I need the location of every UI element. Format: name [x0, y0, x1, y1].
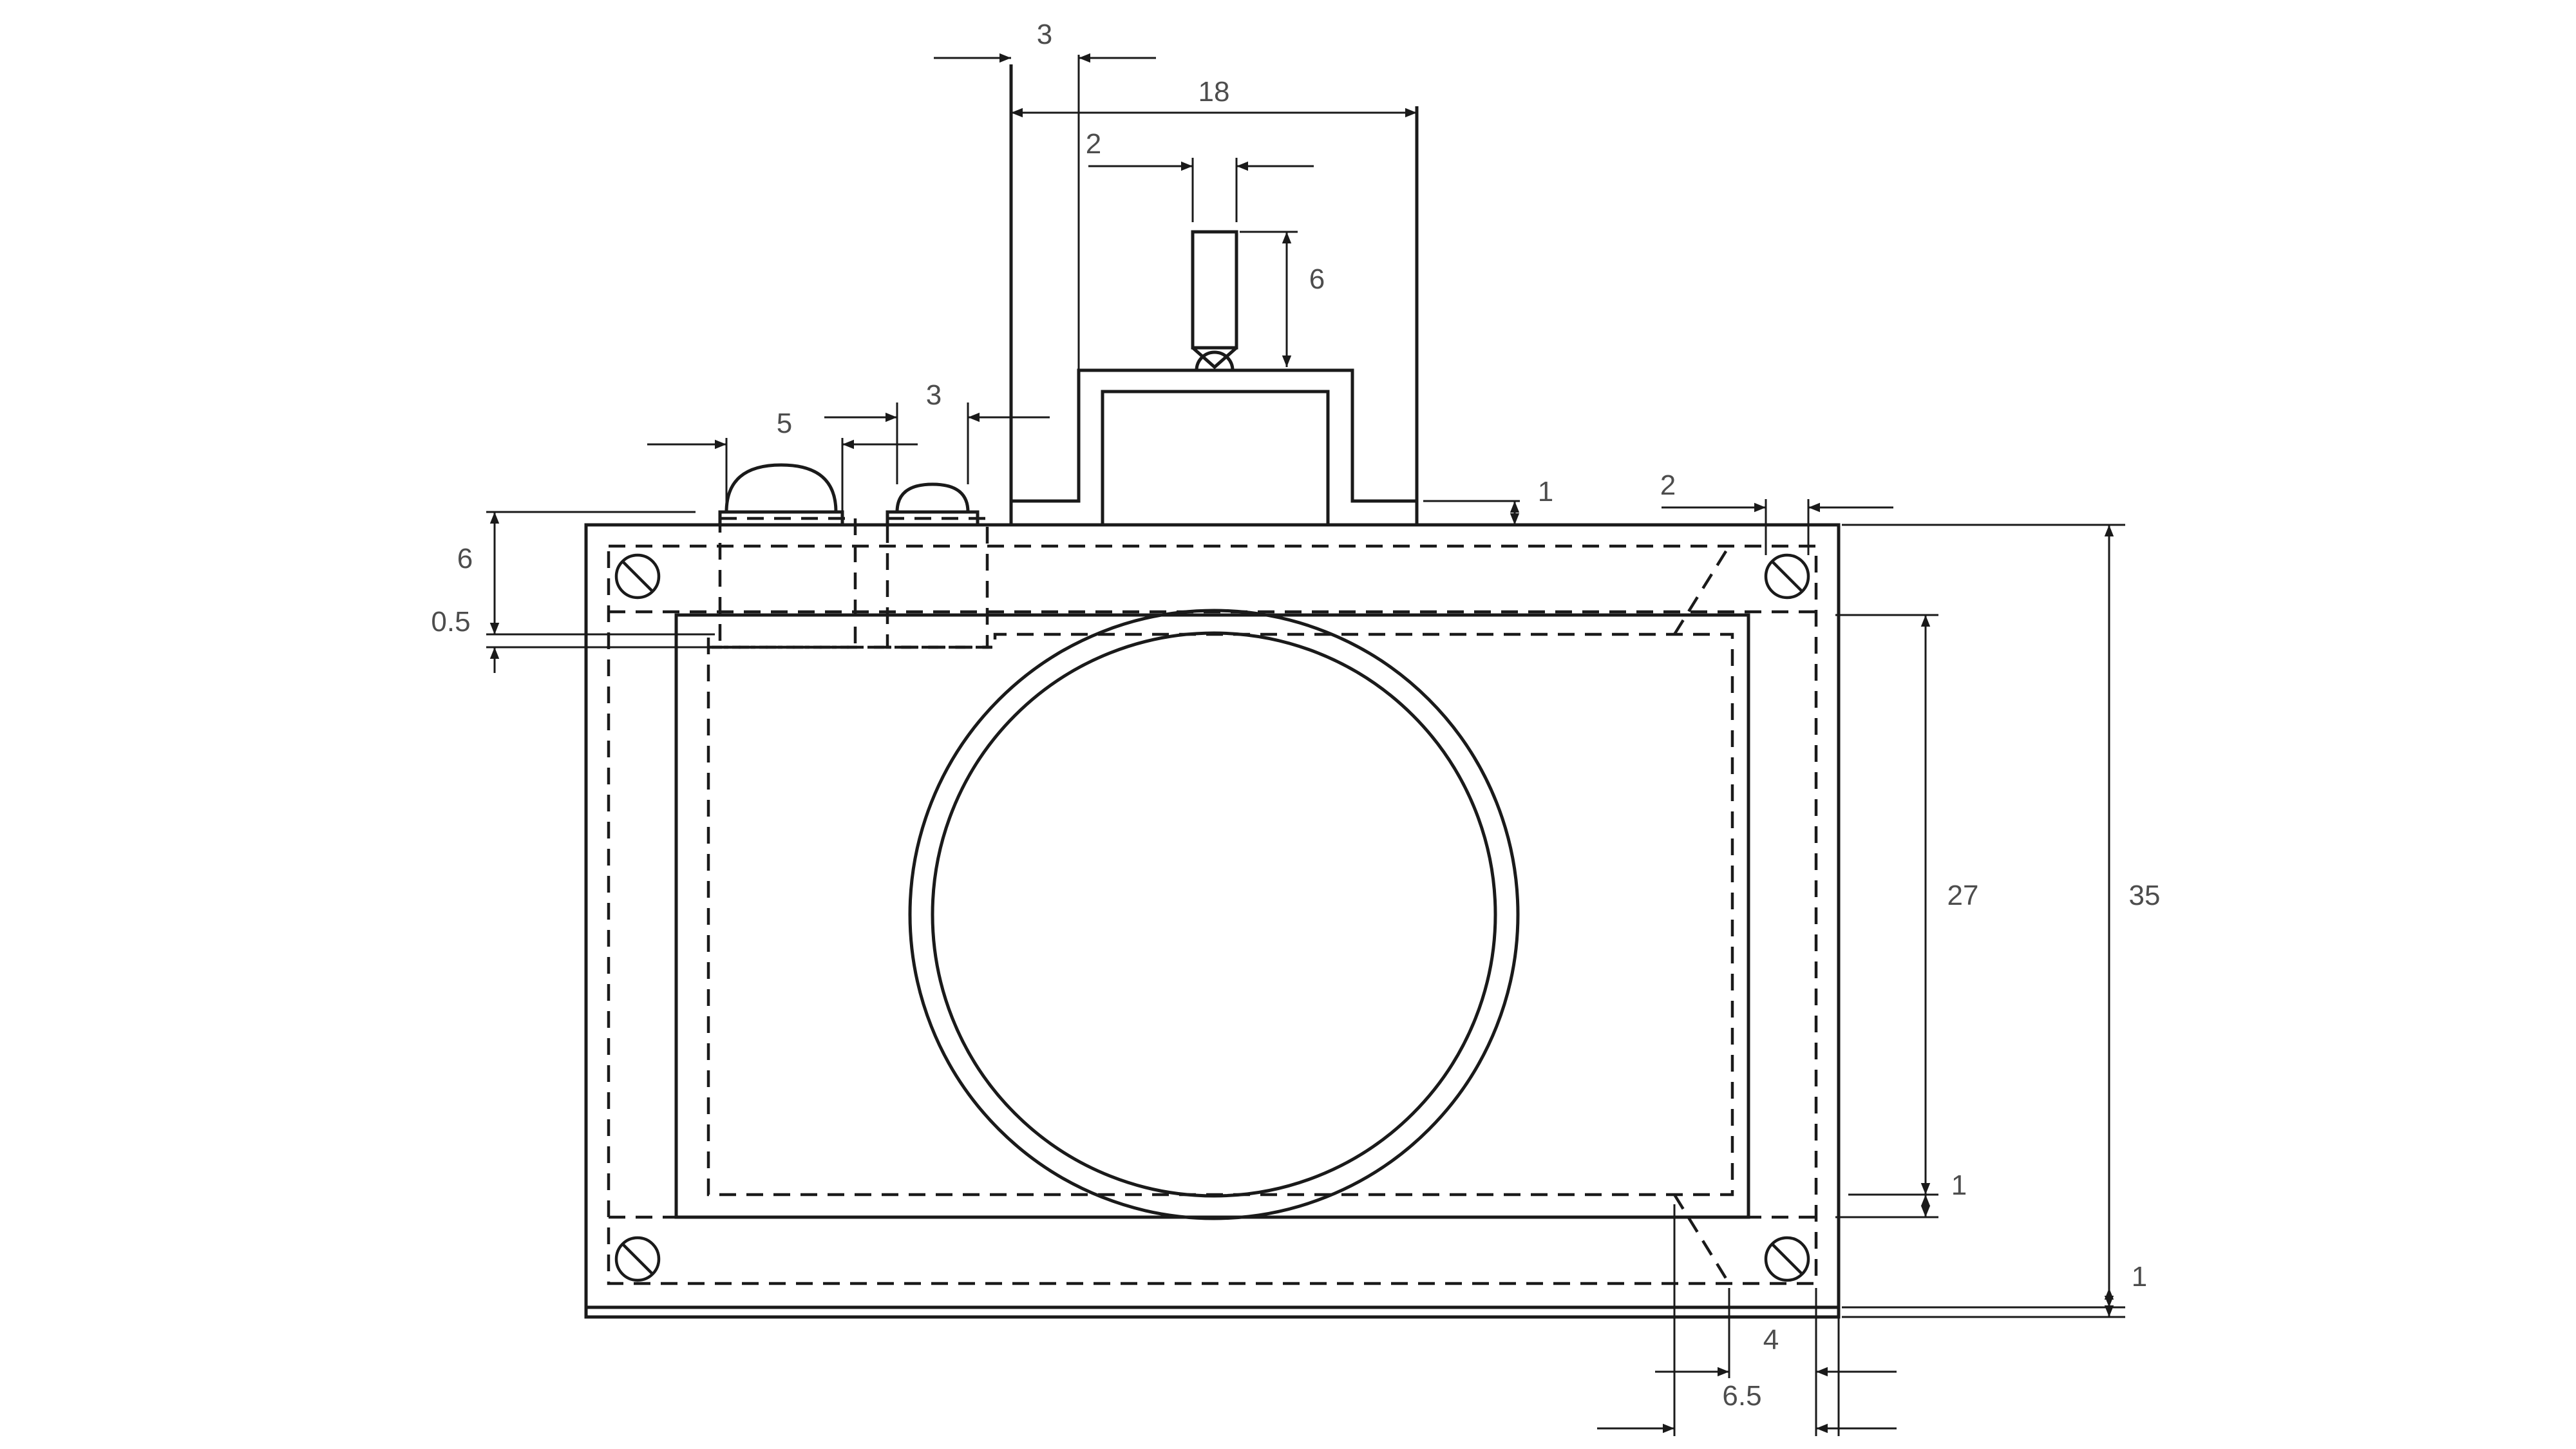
hidden-top-chamfer — [1673, 545, 1730, 636]
dim-shutter-button-width: 2 — [1086, 128, 1314, 222]
dim-text-screw-inset: 2 — [1660, 469, 1676, 501]
dim-inner-height: 27 — [1835, 614, 1979, 1196]
screw-bottom-right — [1764, 1236, 1810, 1282]
screws — [614, 553, 1810, 1282]
dim-text-overall-height: 35 — [2129, 880, 2161, 911]
lens-inner-ring — [931, 631, 1497, 1198]
large-button-dome — [724, 463, 838, 513]
dim-small-button-width: 3 — [824, 379, 1050, 484]
hidden-bottom-chamfer — [1673, 1193, 1730, 1285]
dim-text-corner-offset: 4 — [1763, 1324, 1779, 1356]
dim-plate-thickness: 1 — [1423, 476, 1553, 525]
dim-text-corner-chamfer: 6.5 — [1722, 1380, 1761, 1412]
dim-overall-height: 35 — [1842, 524, 2161, 1309]
screw-top-right — [1764, 553, 1810, 600]
dim-lens-body-offset: 3 — [934, 19, 1156, 370]
large-button-base — [718, 510, 844, 527]
dim-inner-bottom-gap: 1 — [1835, 1170, 1967, 1218]
dim-text-inner-bottom-gap: 1 — [1951, 1170, 1967, 1201]
dim-large-button-width: 5 — [647, 408, 918, 512]
small-button-dome — [895, 482, 970, 513]
body-outer-outline — [584, 523, 1841, 1309]
top-block-outline — [1009, 368, 1419, 525]
dim-text-shutter-button-height: 6 — [1309, 263, 1325, 295]
shutter-button-tip — [1191, 346, 1238, 371]
screw-top-left — [614, 553, 661, 600]
camera-body — [584, 523, 1841, 1319]
dim-screw-inset: 2 — [1660, 469, 1893, 555]
dim-text-lens-body-offset: 3 — [1037, 19, 1052, 50]
lens-outer-ring — [908, 609, 1520, 1220]
dim-base-thickness: 1 — [1842, 1261, 2147, 1318]
dim-shutter-button-height: 6 — [1240, 231, 1325, 367]
screw-bottom-left — [614, 1236, 661, 1282]
dim-button-recess: 0.5 — [431, 605, 708, 673]
hidden-small-button-recess — [886, 516, 989, 649]
hidden-inner-frame — [706, 632, 1734, 1197]
dim-top-block-width: 18 — [1011, 76, 1417, 118]
hidden-frame-outer — [607, 544, 1818, 1285]
dim-text-plate-thickness: 1 — [1538, 476, 1553, 507]
base-plate-outline — [584, 1307, 1841, 1319]
small-button-base — [886, 510, 980, 527]
dim-corner-offset: 4 — [1655, 1204, 1897, 1436]
top-block-window — [1101, 390, 1330, 527]
dim-text-base-thickness: 1 — [2132, 1261, 2147, 1293]
inner-window-outline — [674, 613, 1750, 1219]
hidden-large-button-recess — [718, 516, 857, 649]
dim-text-top-block-width: 18 — [1198, 76, 1230, 108]
dim-text-inner-height: 27 — [1947, 880, 1979, 911]
dim-text-button-height: 6 — [457, 543, 473, 574]
dim-text-large-button-width: 5 — [777, 408, 792, 439]
dim-text-shutter-button-width: 2 — [1086, 128, 1101, 160]
shutter-button — [1191, 230, 1238, 350]
dimensions: 3 18 2 6 5 — [431, 19, 2160, 1436]
dim-corner-chamfer: 6.5 — [1597, 1380, 1897, 1434]
dim-text-button-recess: 0.5 — [431, 606, 470, 638]
top-parts — [718, 64, 1419, 527]
hidden-lines — [607, 516, 1818, 1285]
dim-text-small-button-width: 3 — [926, 379, 942, 411]
